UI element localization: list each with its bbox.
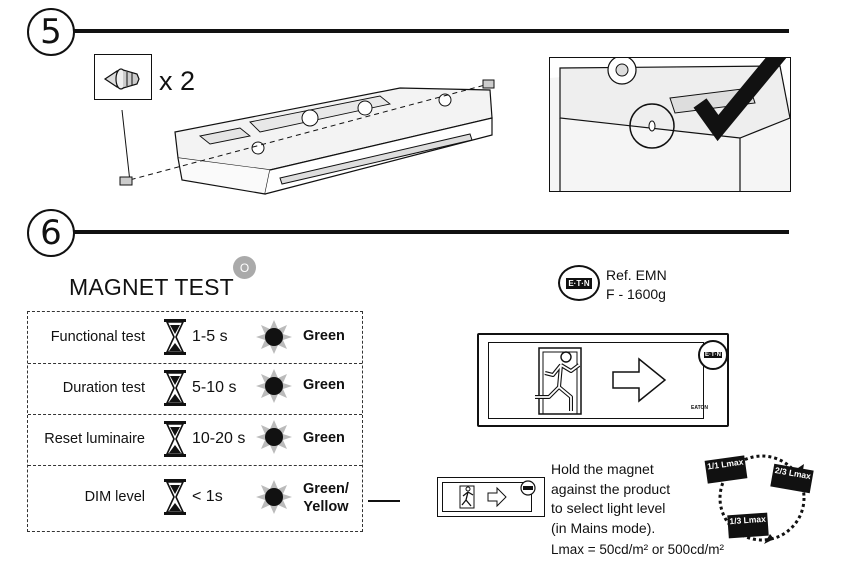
level-box: 1/3 Lmax — [727, 512, 769, 539]
instruction-line: to select light level — [551, 500, 666, 516]
arrow-sign-icon — [612, 357, 667, 403]
step-5-rule — [73, 29, 789, 33]
table-row: Reset luminaire 10-20 s Green — [28, 415, 362, 466]
exit-pictogram — [535, 347, 667, 415]
table-row: Functional test 1-5 s Green — [28, 312, 362, 364]
eaton-logo: E·T·N — [558, 265, 600, 301]
hold-magnet-instructions: Hold the magnet against the product to s… — [551, 460, 670, 538]
screw-plug-icon — [103, 68, 140, 90]
luminaire-base-drawing — [119, 79, 495, 195]
led-color: Green — [303, 377, 345, 393]
screw-left-icon — [119, 176, 133, 186]
test-time: 1-5 s — [192, 328, 228, 345]
sign-logo: E·T·N — [698, 340, 728, 370]
test-name: Duration test — [62, 380, 145, 396]
exit-sign-small — [437, 477, 545, 517]
test-time: < 1s — [192, 488, 223, 505]
ref-weight: F - 1600g — [606, 286, 666, 302]
table-row: DIM level < 1s Green/ Yellow — [28, 466, 362, 531]
test-name: Functional test — [50, 329, 145, 345]
instruction-line: against the product — [551, 480, 671, 497]
test-time: 10-20 s — [192, 430, 246, 447]
detail-drawing — [550, 58, 790, 191]
magnet-test-title: MAGNET TEST — [69, 274, 234, 300]
exit-pictogram-small — [459, 480, 536, 509]
reference-info: Ref. EMN F - 1600g — [606, 266, 667, 304]
instruction-line: Hold the magnet — [551, 461, 654, 477]
led-color: Green/ Yellow — [303, 481, 349, 515]
step-6-number: 6 — [27, 209, 75, 257]
step-5-number: 5 — [27, 8, 75, 56]
quantity-label: x 2 — [159, 66, 196, 96]
lmax-note: Lmax = 50cd/m² or 500cd/m² — [551, 542, 724, 557]
magnet-test-table: Functional test 1-5 s Green Duration tes… — [27, 311, 363, 532]
test-name: Reset luminaire — [44, 431, 145, 447]
magnet-badge-label: O — [239, 260, 250, 275]
test-name: DIM level — [84, 489, 145, 505]
test-time: 5-10 s — [192, 379, 237, 396]
exit-sign-large: E·T·N EATON — [477, 333, 729, 427]
screw-plug-box — [94, 54, 152, 100]
sign-small-text: EATON — [691, 405, 709, 411]
step-6-label: 6 — [40, 213, 62, 253]
sign-logo-text: E·T·N — [704, 352, 722, 358]
instruction-line: (in Mains mode). — [551, 519, 656, 536]
running-man-icon — [560, 351, 572, 363]
ref-code: Ref. EMN — [606, 267, 667, 283]
eaton-logo-text: E·T·N — [566, 277, 592, 289]
magnet-badge: O — [233, 256, 256, 279]
step-5-label: 5 — [40, 12, 62, 52]
step-6-rule — [73, 230, 789, 234]
checkmark-icon — [693, 58, 787, 142]
screw-right-icon — [482, 79, 495, 89]
detail-view — [549, 57, 791, 192]
table-row: Duration test 5-10 s Green — [28, 364, 362, 415]
led-color: Green — [303, 328, 345, 344]
led-color: Green — [303, 430, 345, 446]
cycle-arrow-icon — [764, 534, 774, 544]
